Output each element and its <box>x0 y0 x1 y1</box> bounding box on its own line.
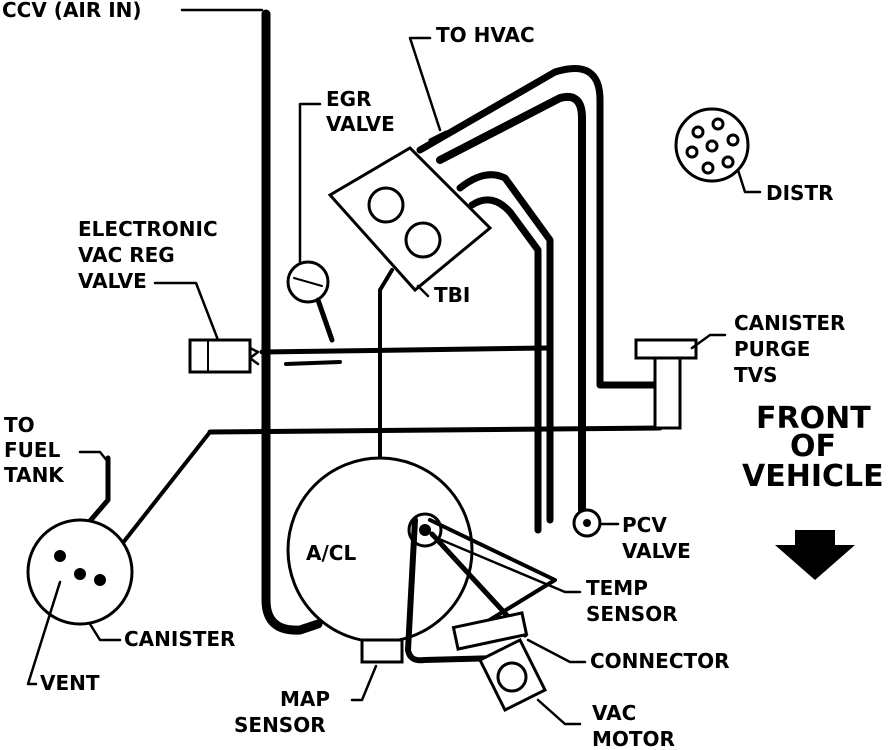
label-temp-line1: TEMP <box>586 576 648 600</box>
ccv-hose <box>261 9 323 635</box>
label-front-line3: VEHICLE <box>742 459 884 494</box>
tbi-body <box>327 146 493 293</box>
evrv-body <box>188 338 260 374</box>
label-fuel-line2: FUEL <box>4 438 61 462</box>
label-fuel-line3: TANK <box>4 463 65 487</box>
label-purge-line2: PURGE <box>734 337 810 361</box>
label-evrv-line3: VALVE <box>78 269 147 293</box>
label-front-line2: OF <box>790 429 836 464</box>
label-fuel-line1: TO <box>4 413 35 437</box>
label-front-line1: FRONT <box>756 401 871 436</box>
label-vac-line2: MOTOR <box>592 727 675 750</box>
label-vent: VENT <box>40 671 100 695</box>
label-evrv-line1: ELECTRONIC <box>78 217 218 241</box>
air-cleaner <box>286 456 474 664</box>
label-evrv-line2: VAC REG <box>78 243 175 267</box>
leader-lines <box>26 8 762 726</box>
label-purge-line3: TVS <box>734 363 778 387</box>
canister <box>26 518 134 626</box>
egr-valve <box>286 260 335 343</box>
label-temp-line2: SENSOR <box>586 602 678 626</box>
label-pcv-line2: VALVE <box>622 539 691 563</box>
label-canister: CANISTER <box>124 627 235 651</box>
label-acl: A/CL <box>306 541 356 565</box>
label-ccv: CCV (AIR IN) <box>2 0 142 22</box>
label-pcv-line1: PCV <box>622 513 667 537</box>
label-egr-line1: EGR <box>326 87 371 111</box>
label-connector: CONNECTOR <box>590 649 730 673</box>
label-distr: DISTR <box>766 181 834 205</box>
canister-purge-tvs <box>634 338 698 430</box>
pcv-valve <box>572 508 602 538</box>
label-map-line1: MAP <box>280 687 330 711</box>
hvac-hoses <box>416 65 664 534</box>
temp-sensor-assembly <box>405 512 557 713</box>
label-tbi: TBI <box>434 283 470 307</box>
label-vac-line1: VAC <box>592 701 636 725</box>
arrow-down-icon <box>775 530 855 580</box>
label-map-line2: SENSOR <box>234 713 326 737</box>
label-to-hvac: TO HVAC <box>436 23 535 47</box>
label-purge-line1: CANISTER <box>734 311 845 335</box>
distributor <box>674 107 750 183</box>
label-egr-line2: VALVE <box>326 112 395 136</box>
